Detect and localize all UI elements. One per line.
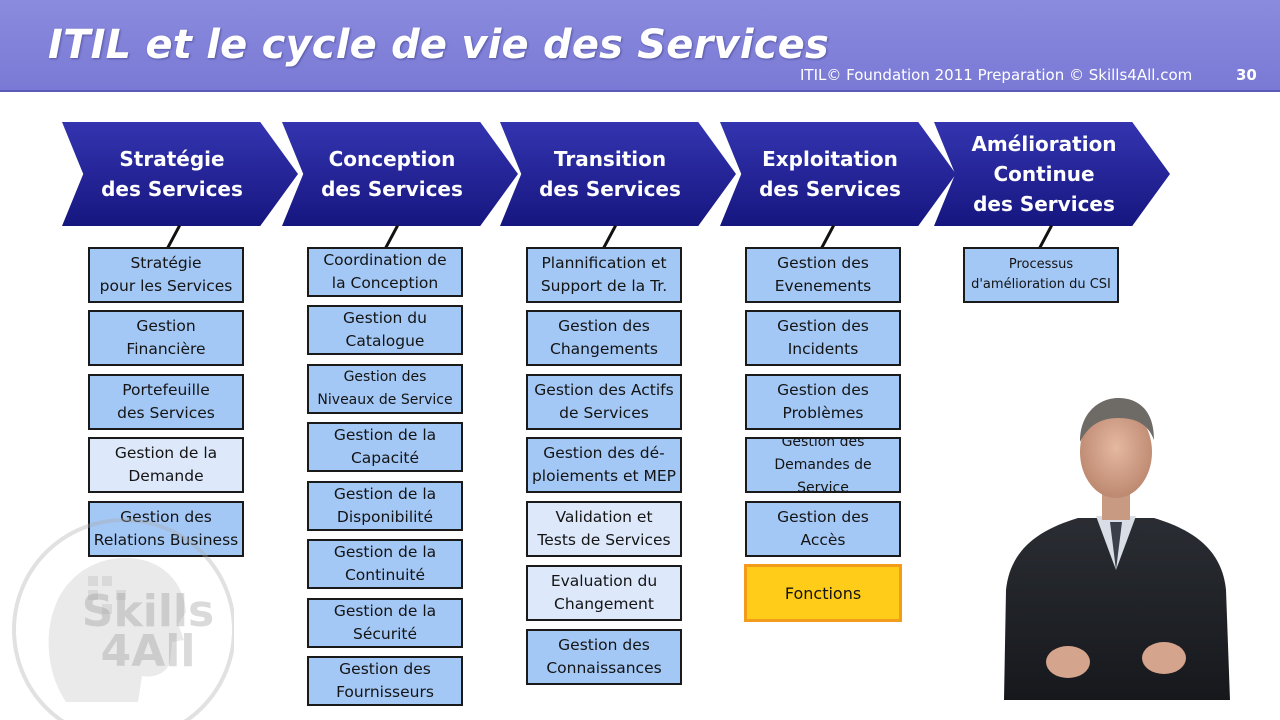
stage-label: Stratégie des Services	[101, 147, 243, 201]
process-box-capacite: Gestion de la Capacité	[307, 422, 463, 472]
process-box-niveaux-service: Gestion des Niveaux de Service	[307, 364, 463, 414]
process-box-incidents: Gestion des Incidents	[745, 310, 901, 366]
stage-arrow-exploitation: Exploitation des Services	[720, 122, 956, 226]
process-box-catalogue: Gestion du Catalogue	[307, 305, 463, 355]
process-box-gestion-demande: Gestion de la Demande	[88, 437, 244, 493]
stage-arrow-strategie: Stratégie des Services	[62, 122, 298, 226]
stage-arrow-conception: Conception des Services	[282, 122, 518, 226]
stage-label: Exploitation des Services	[759, 147, 901, 201]
page-number: 30	[1236, 66, 1257, 84]
process-box-validation: Validation et Tests de Services	[526, 501, 682, 557]
process-box-connaissances: Gestion des Connaissances	[526, 629, 682, 685]
connector-line	[1038, 226, 1052, 248]
connector-line	[602, 226, 616, 248]
connector-line	[820, 226, 834, 248]
process-box-evenements: Gestion des Evenements	[745, 247, 901, 303]
process-box-fournisseurs: Gestion des Fournisseurs	[307, 656, 463, 706]
process-box-continuite: Gestion de la Continuité	[307, 539, 463, 589]
process-box-disponibilite: Gestion de la Disponibilité	[307, 481, 463, 531]
stage-label: Conception des Services	[321, 147, 463, 201]
process-box-portefeuille: Portefeuille des Services	[88, 374, 244, 430]
stage-label: Transition des Services	[539, 147, 681, 201]
process-box-problemes: Gestion des Problèmes	[745, 374, 901, 430]
connector-line	[384, 226, 398, 248]
presenter-video	[1004, 398, 1230, 700]
process-box-evaluation: Evaluation du Changement	[526, 565, 682, 621]
logo-text: Skills 4All	[81, 586, 215, 677]
connector-line	[166, 226, 180, 248]
process-box-plannification: Plannification et Support de la Tr.	[526, 247, 682, 303]
process-box-acces: Gestion des Accès	[745, 501, 901, 557]
slide-title: ITIL et le cycle de vie des Services	[48, 22, 829, 68]
stage-arrow-transition: Transition des Services	[500, 122, 736, 226]
process-box-demandes-service: Gestion des Demandes de Service	[745, 437, 901, 493]
process-box-actifs: Gestion des Actifs de Services	[526, 374, 682, 430]
process-box-coordination: Coordination de la Conception	[307, 247, 463, 297]
process-box-strategie-services: Stratégie pour les Services	[88, 247, 244, 303]
slide-header: ITIL et le cycle de vie des Services ITI…	[0, 0, 1280, 92]
skills4all-logo-watermark	[12, 518, 234, 720]
process-box-deploiements: Gestion des dé- ploiements et MEP	[526, 437, 682, 493]
process-box-securite: Gestion de la Sécurité	[307, 598, 463, 648]
process-box-relations-business: Gestion des Relations Business	[88, 501, 244, 557]
stage-arrow-amelioration: Amélioration Continue des Services	[934, 122, 1170, 226]
process-box-gestion-financiere: Gestion Financière	[88, 310, 244, 366]
slide-subtitle: ITIL© Foundation 2011 Preparation © Skil…	[800, 66, 1193, 84]
stage-label: Amélioration Continue des Services	[971, 132, 1117, 216]
process-box-fonctions: Fonctions	[744, 564, 902, 622]
process-box-changements: Gestion des Changements	[526, 310, 682, 366]
process-box-csi: Processus d'amélioration du CSI	[963, 247, 1119, 303]
